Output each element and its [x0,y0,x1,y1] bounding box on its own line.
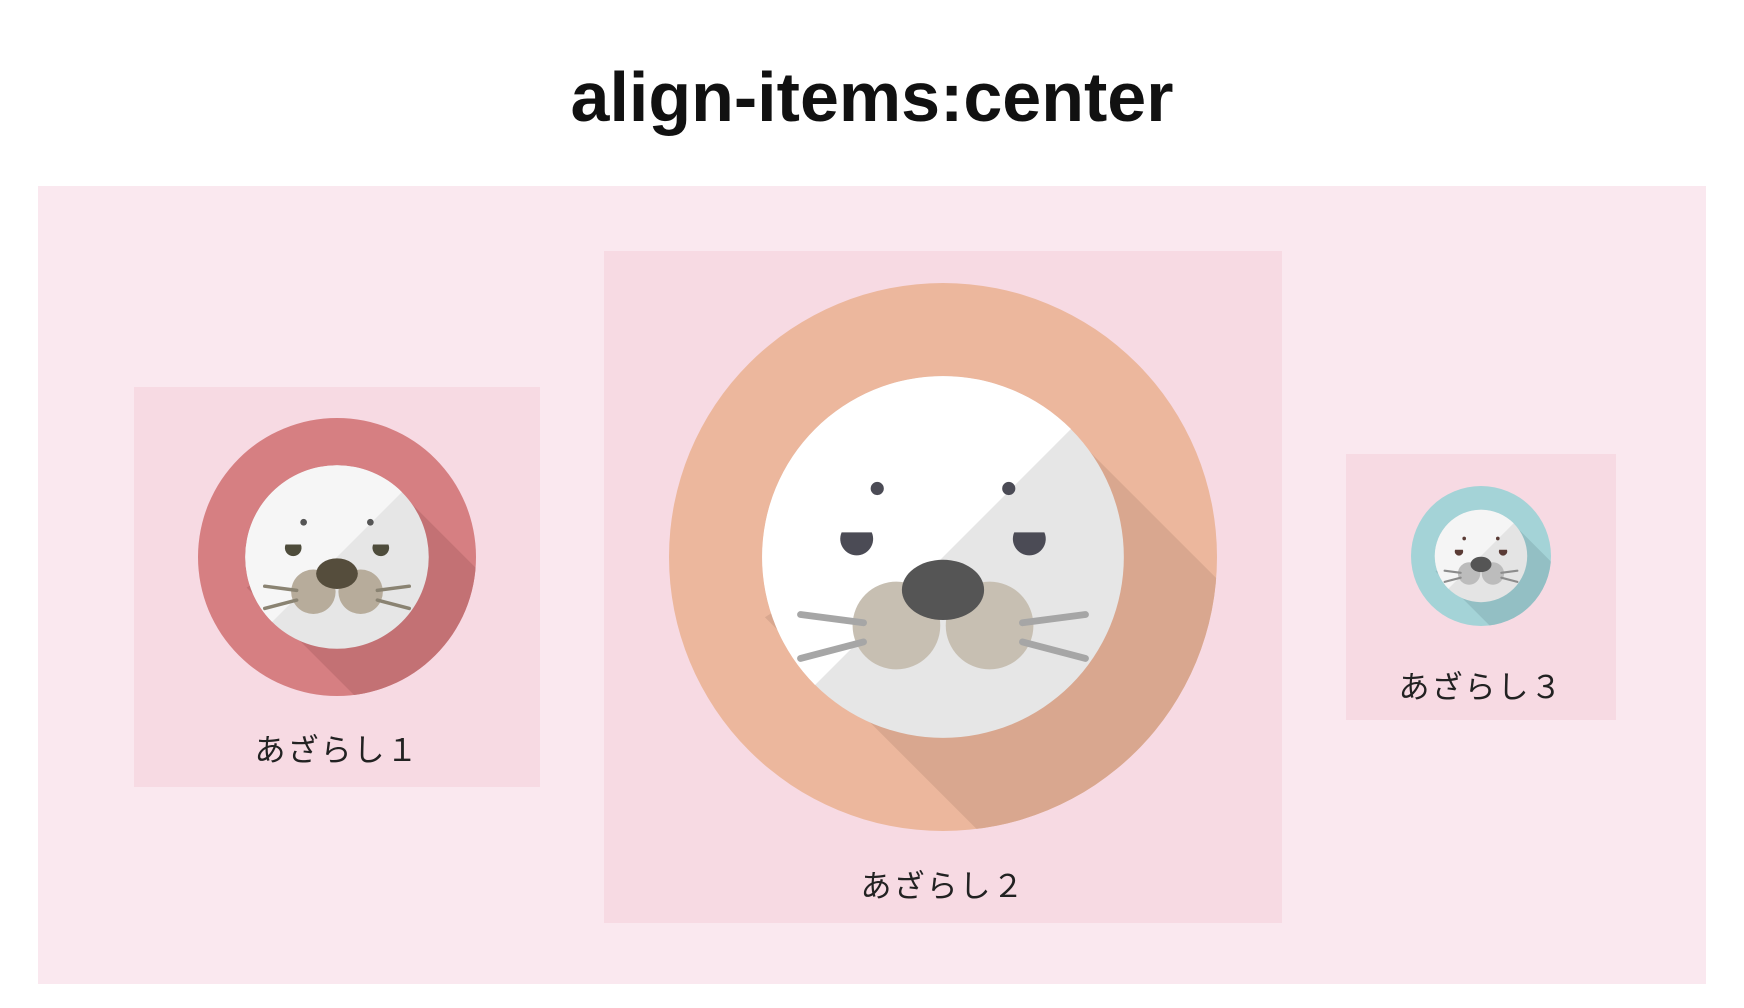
flex-item-seal-2: あざらし２ [604,251,1282,923]
seal-face-icon [1411,486,1551,626]
item-caption: あざらし３ [1398,670,1564,706]
page-title: align-items:center [570,58,1174,136]
flex-item-seal-1: あざらし１ [134,387,540,787]
item-caption: あざらし２ [860,869,1026,905]
seal-face-icon [669,283,1217,831]
seal-face-icon [198,418,476,696]
flex-container: あざらし１ あざらし２ [38,186,1706,984]
item-caption: あざらし１ [254,733,420,769]
flex-item-seal-3: あざらし３ [1346,454,1616,720]
